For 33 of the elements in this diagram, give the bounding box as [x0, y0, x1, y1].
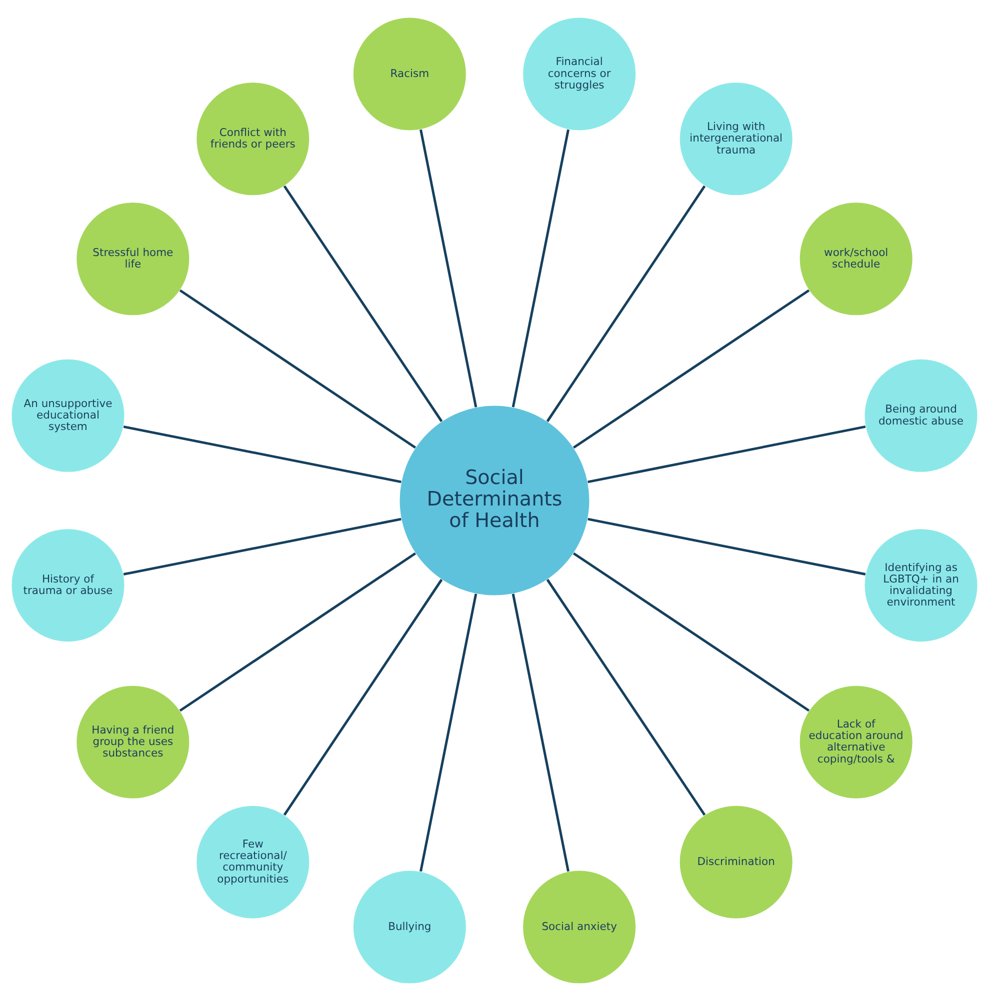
node-circle: Racism: [352, 16, 467, 131]
connector: [546, 578, 706, 816]
connector: [420, 593, 478, 872]
node-circle: Discrimination: [679, 804, 794, 919]
connector: [572, 288, 810, 448]
node-circle: Social Determinants of Health: [398, 404, 590, 596]
connector: [123, 425, 402, 483]
node-circle: Lack of education around alternative coping/tools &: [799, 684, 914, 799]
node-circle: Having a friend group the uses substances: [76, 684, 190, 799]
connector: [179, 552, 416, 712]
node-circle: Few recreational/ community opportunities: [196, 804, 310, 919]
node-circle: Conflict with friends or peers: [196, 81, 310, 196]
connector: [546, 184, 706, 422]
node-circle: Being around domestic abuse: [864, 358, 978, 472]
connector: [283, 578, 443, 816]
node-circle: work/school schedule: [799, 201, 914, 316]
connector: [572, 552, 810, 712]
connector: [179, 288, 416, 448]
node-circle: Living with intergenerational trauma: [679, 81, 794, 196]
node-circle: Identifying as LGBTQ+ in an invalidating environment: [864, 528, 978, 642]
connector: [420, 128, 478, 407]
node-circle: Social anxiety: [522, 869, 636, 984]
node-circle: Stressful home life: [76, 201, 190, 316]
connector: [512, 593, 570, 872]
node-circle: Financial concerns or struggles: [522, 16, 636, 131]
connector: [123, 517, 402, 575]
node-circle: Bullying: [352, 869, 467, 984]
node-circle: History of trauma or abuse: [10, 528, 126, 642]
connector: [512, 128, 570, 407]
node-circle: An unsupportive educational system: [10, 358, 126, 472]
connector: [283, 184, 443, 422]
connector: [588, 425, 866, 483]
connector: [588, 517, 866, 575]
